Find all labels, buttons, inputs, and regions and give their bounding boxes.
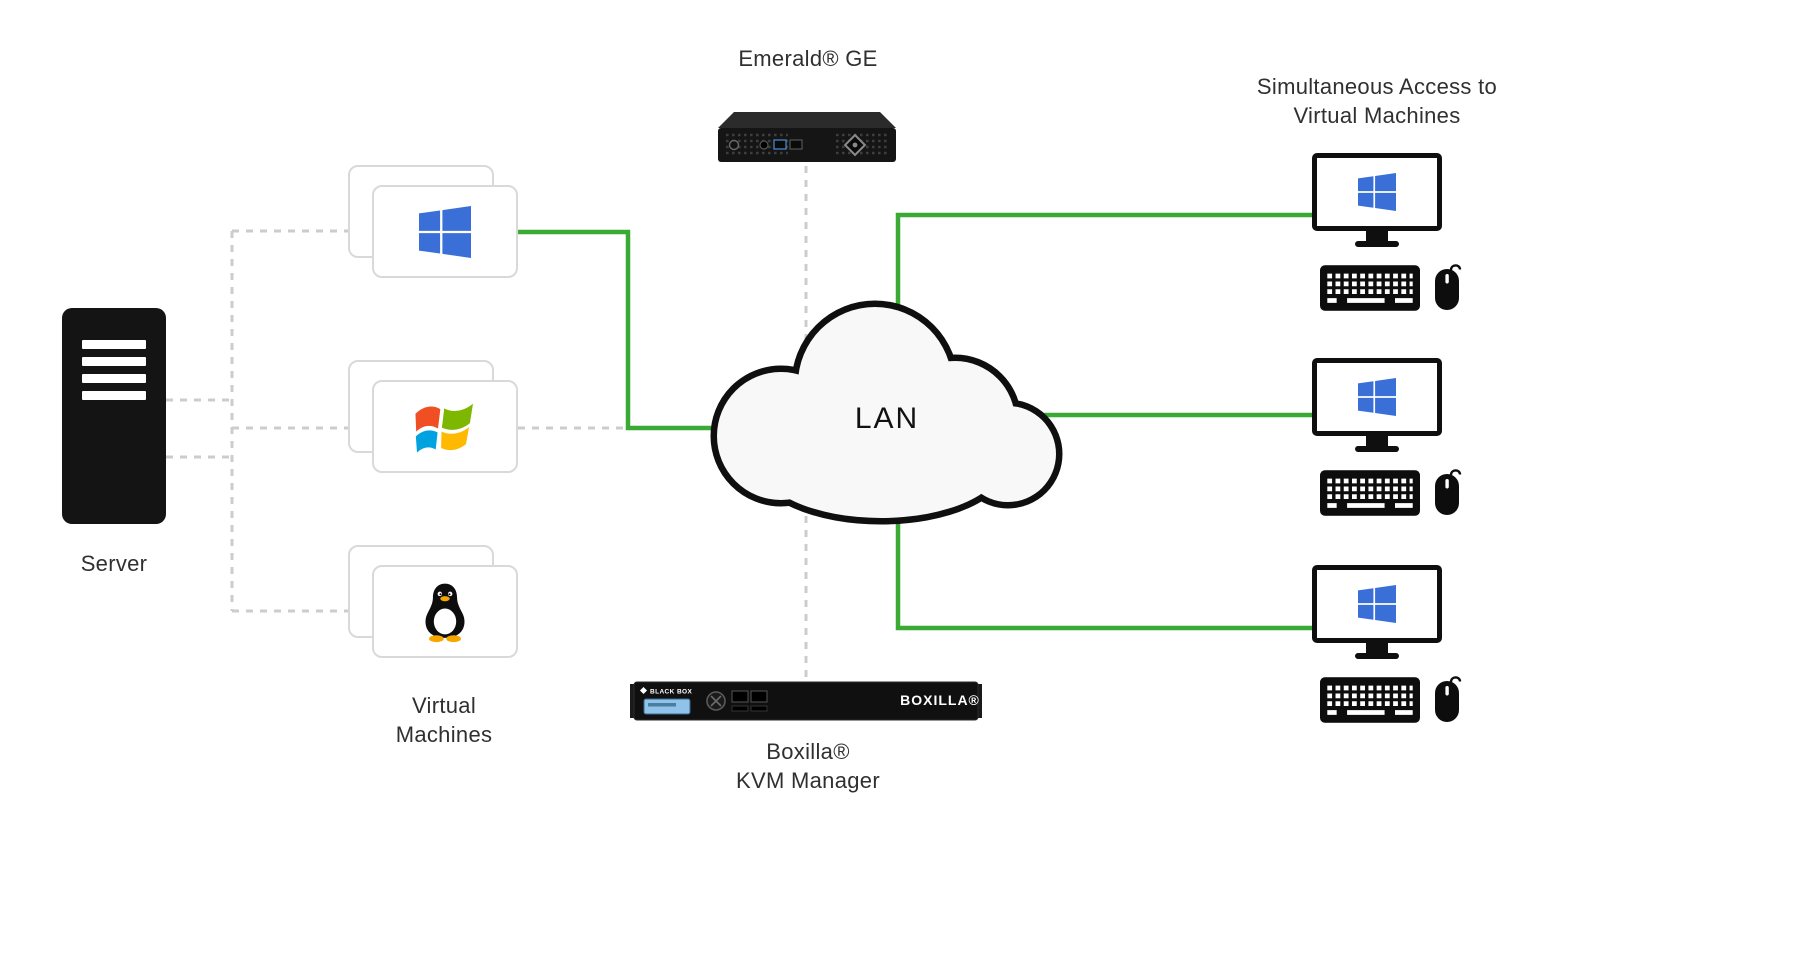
lan-label: LAN (855, 402, 919, 435)
server-label: Server (80, 551, 148, 576)
windows-classic-icon (415, 403, 473, 453)
server-icon (62, 308, 166, 524)
mouse-icon (1434, 468, 1464, 516)
monitor-icon (1312, 358, 1442, 436)
vm-card-face (372, 565, 518, 658)
linux-tux-icon (425, 583, 465, 642)
monitor-base (1355, 241, 1399, 247)
workstation-2 (1312, 358, 1472, 526)
vm-group-label-line2: Machines (395, 721, 493, 747)
keyboard-icon (1320, 265, 1420, 311)
workstations-heading-line2: Virtual Machines (1293, 102, 1461, 128)
windows-flat-icon (1358, 173, 1396, 211)
workstation-1 (1312, 153, 1472, 321)
server-slot-bar (82, 374, 146, 383)
workstations-heading: Simultaneous Access to Virtual Machines (1216, 73, 1538, 130)
vm-card-windows (348, 165, 518, 278)
server-slot-bar (82, 357, 146, 366)
vm-card-linux (348, 545, 518, 658)
mouse-icon (1434, 675, 1464, 723)
emerald-ge-device (718, 112, 896, 162)
boxilla-device: BLACK BOX BOXILLA® (630, 681, 982, 721)
lan-cloud: LAN (693, 286, 1073, 531)
workstation-3 (1312, 565, 1472, 733)
boxilla-label-line1: Boxilla® (766, 739, 850, 764)
windows-flat-icon (419, 206, 471, 258)
windows-flat-icon (1358, 585, 1396, 623)
workstations-heading-line1: Simultaneous Access to (1256, 74, 1498, 99)
windows-flat-icon (1358, 378, 1396, 416)
monitor-icon (1312, 153, 1442, 231)
boxilla-label-line2: KVM Manager (736, 767, 880, 793)
vm-card-face (372, 185, 518, 278)
monitor-stand (1366, 231, 1388, 241)
emerald-label: Emerald® GE (738, 46, 878, 71)
black-box-diamond-icon (639, 686, 648, 695)
server-slot-bar (82, 340, 146, 349)
monitor-base (1355, 446, 1399, 452)
monitor-base (1355, 653, 1399, 659)
keyboard-icon (1320, 470, 1420, 516)
vm-card-windows-classic (348, 360, 518, 473)
monitor-icon (1312, 565, 1442, 643)
green-link-vm1-cloud (518, 229, 760, 431)
vm-group-label: Virtual Machines (344, 692, 544, 749)
boxilla-label: Boxilla® KVM Manager (688, 738, 928, 795)
black-box-brand-text: BLACK BOX (650, 689, 693, 696)
server-slot-bar (82, 391, 146, 400)
vm-card-face (372, 380, 518, 473)
mouse-icon (1434, 263, 1464, 311)
keyboard-icon (1320, 677, 1420, 723)
monitor-stand (1366, 436, 1388, 446)
boxilla-device-name: BOXILLA® (900, 692, 980, 708)
vm-group-label-line1: Virtual (411, 693, 477, 718)
monitor-stand (1366, 643, 1388, 653)
